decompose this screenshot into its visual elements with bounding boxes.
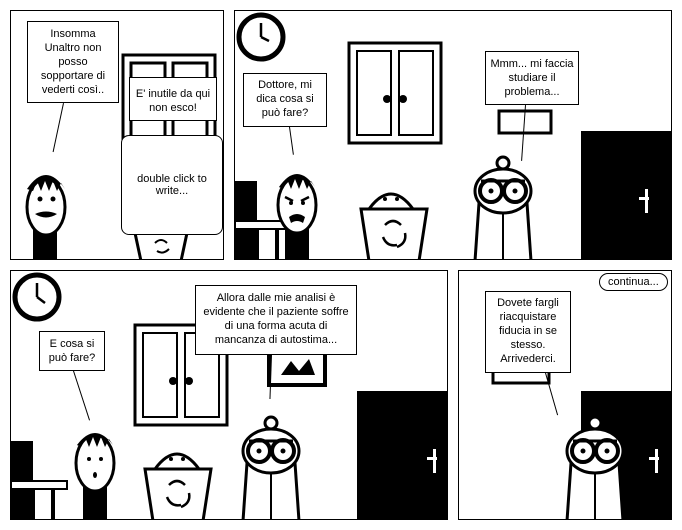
character-doctor: [241, 415, 301, 519]
speech-bubble: E' inutile da qui non esco!: [129, 77, 217, 121]
speech-bubble: Dovete fargli riacquistare fiducia in se…: [485, 291, 571, 373]
panel-3-art: [11, 272, 447, 519]
character-doctor: [473, 155, 533, 259]
clock-icon: [12, 272, 62, 322]
panel-2-art: [235, 12, 671, 259]
panel-4-art: [491, 369, 671, 519]
speech-bubble: Allora dalle mie analisi è evidente che …: [195, 285, 357, 355]
comic-panel-2: Dottore, mi dica cosa si può fare? Mmm..…: [234, 10, 672, 260]
picture-frame: [267, 349, 327, 387]
comic-panel-3: E cosa si può fare? Allora dalle mie ana…: [10, 270, 448, 520]
trash-bin-character: [359, 192, 429, 259]
trash-bin-character: [143, 452, 213, 519]
speech-bubble: Insomma Unaltro non posso sopportare di …: [27, 21, 119, 103]
character-man-left: [25, 175, 67, 259]
comic-panel-1: Insomma Unaltro non posso sopportare di …: [10, 10, 224, 260]
comic-panel-4: Dovete fargli riacquistare fiducia in se…: [458, 270, 672, 520]
door: [581, 131, 671, 259]
character-doctor: [565, 415, 625, 519]
trash-bin: [133, 231, 189, 259]
clock-icon: [236, 12, 286, 62]
wardrobe: [347, 41, 443, 145]
chair: [11, 441, 68, 519]
character-patient: [74, 433, 116, 519]
character-patient: [276, 174, 318, 259]
continue-button[interactable]: continua...: [599, 273, 668, 291]
speech-bubble: Mmm... mi faccia studiare il problema...: [485, 51, 579, 105]
speech-bubble: E cosa si può fare?: [39, 331, 105, 371]
text-edit-box[interactable]: double click to write...: [121, 135, 223, 235]
door: [357, 391, 447, 519]
speech-bubble: Dottore, mi dica cosa si può fare?: [243, 73, 327, 127]
